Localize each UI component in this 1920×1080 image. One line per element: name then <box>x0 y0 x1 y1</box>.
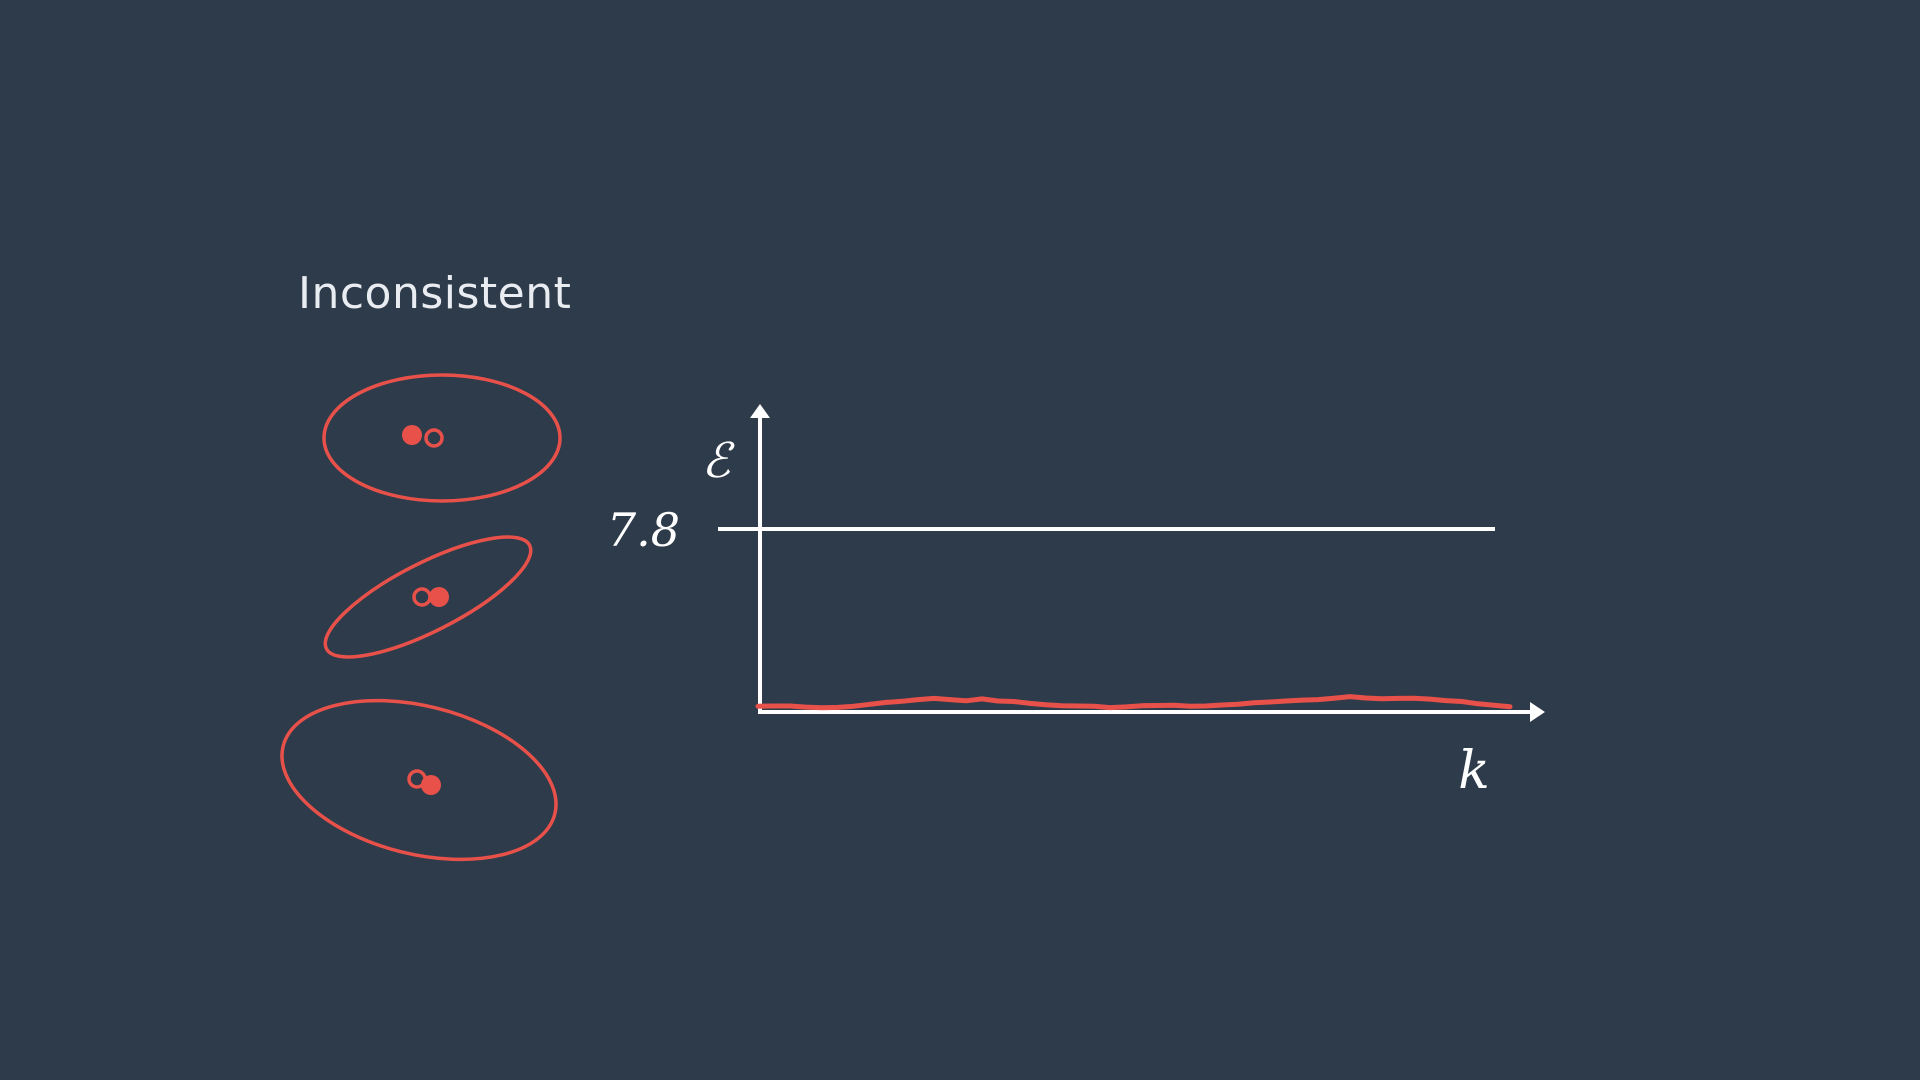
covariance-ellipse <box>280 698 558 862</box>
filled-point <box>429 587 449 607</box>
x-axis-arrowhead <box>1530 702 1545 722</box>
ellipse-group-1 <box>322 373 562 503</box>
covariance-ellipse <box>322 373 562 503</box>
hollow-point <box>424 428 444 448</box>
slide-title: Inconsistent <box>298 268 572 319</box>
chart-axes <box>750 404 1545 722</box>
filled-point <box>421 775 441 795</box>
hollow-point <box>412 587 432 607</box>
x-axis-label: k <box>1458 741 1490 801</box>
nis-series-line <box>755 694 1513 711</box>
y-axis-arrowhead <box>750 404 770 418</box>
ellipse-group-3 <box>280 698 558 862</box>
y-axis-label: ℰ <box>701 433 735 489</box>
filled-point <box>402 425 422 445</box>
covariance-ellipse <box>323 535 533 659</box>
threshold-label: 7.8 <box>607 503 680 557</box>
ellipse-group-2 <box>323 535 533 659</box>
